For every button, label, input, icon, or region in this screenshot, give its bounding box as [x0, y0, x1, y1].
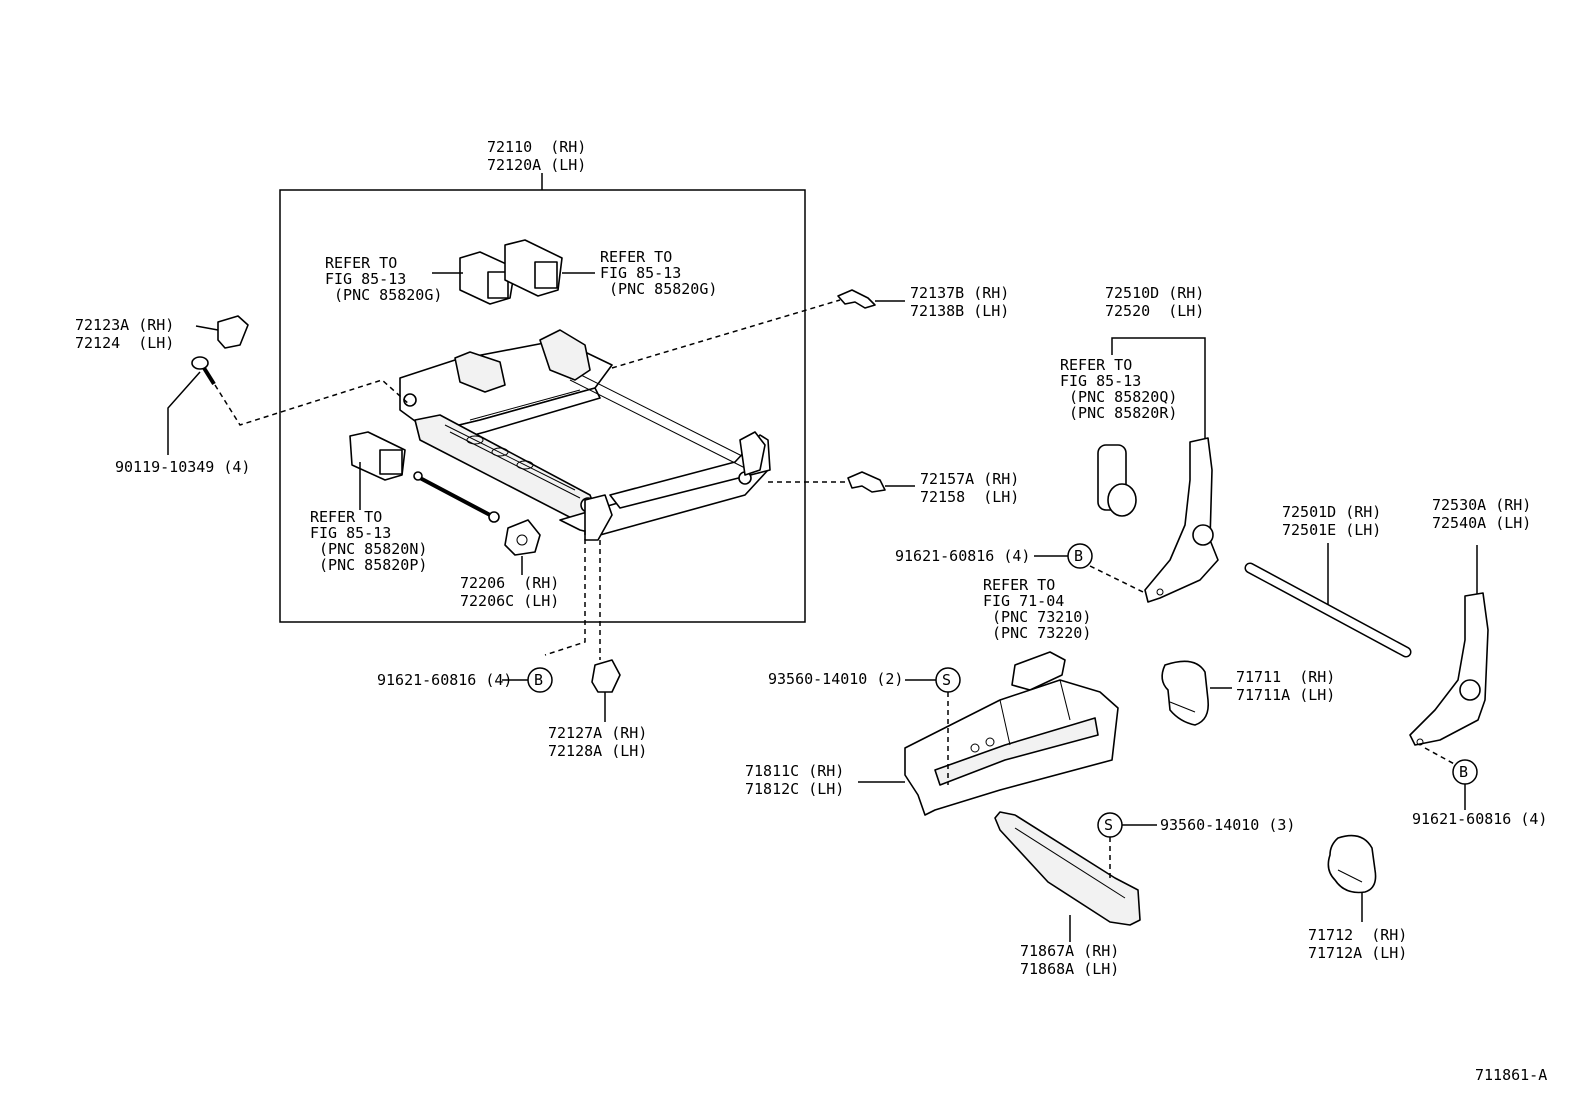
bolt-marker-mid	[1067, 543, 1093, 569]
hinge-cover-icon-top	[1161, 660, 1210, 726]
label-clip-top-rh: 72137B (RH)	[910, 284, 1009, 302]
label-cover-rh: 72123A (RH)	[75, 316, 174, 334]
label-frame-lh: 72120A (LH)	[487, 156, 586, 174]
screw-marker-top-text: S	[942, 671, 951, 689]
bolt-marker-left-text: B	[534, 671, 543, 689]
label-bracket-rh: 72127A (RH)	[548, 724, 647, 742]
motor-icon-top-left	[459, 251, 516, 305]
label-screw-top: 93560-14010 (2)	[768, 670, 903, 688]
label-screw-bottom: 93560-14010 (3)	[1160, 816, 1295, 834]
bolt-marker-mid-text: B	[1074, 547, 1083, 565]
label-cover-lh: 72124 (LH)	[75, 334, 174, 352]
label-switch-4: (PNC 73220)	[983, 624, 1091, 642]
label-clip-mid-lh: 72158 (LH)	[920, 488, 1019, 506]
label-motor-tr-1: REFER TO	[600, 248, 672, 266]
motor-icon-top-right	[504, 239, 563, 297]
motor-icon-recliner	[1097, 444, 1137, 517]
bracket-icon-bottom	[591, 659, 621, 693]
label-motor-b-2: FIG 85-13	[310, 524, 391, 542]
label-bracket-lh: 72128A (LH)	[548, 742, 647, 760]
motor-icon-bottom	[349, 431, 406, 481]
label-bolt-b-right: 91621-60816 (4)	[1412, 810, 1547, 828]
label-frame-rh: 72110 (RH)	[487, 138, 586, 156]
label-bolt: 90119-10349 (4)	[115, 458, 250, 476]
label-motor-tl-1: REFER TO	[325, 254, 397, 272]
label-gear-lh: 72206C (LH)	[460, 592, 559, 610]
label-recliner-rh-rh: 72510D (RH)	[1105, 284, 1204, 302]
label-motor-tl-3: (PNC 85820G)	[325, 286, 442, 304]
label-switch-3: (PNC 73210)	[983, 608, 1091, 626]
label-switch-2: FIG 71-04	[983, 592, 1064, 610]
gear-icon	[504, 519, 541, 556]
label-motor-b-3: (PNC 85820N)	[310, 540, 427, 558]
label-rod-rh: 72501D (RH)	[1282, 503, 1381, 521]
label-gear-rh: 72206 (RH)	[460, 574, 559, 592]
label-hinge-bottom-lh: 71712A (LH)	[1308, 944, 1407, 962]
label-motor-rec-4: (PNC 85820R)	[1060, 404, 1177, 422]
label-recliner-rh-lh: 72520 (LH)	[1105, 302, 1204, 320]
label-recliner-lh-rh: 72530A (RH)	[1432, 496, 1531, 514]
label-motor-rec-2: FIG 85-13	[1060, 372, 1141, 390]
figure-id: 711861-A	[1475, 1066, 1547, 1084]
label-hinge-bottom-rh: 71712 (RH)	[1308, 926, 1407, 944]
bolt-marker-right-text: B	[1459, 763, 1468, 781]
label-motor-tl-2: FIG 85-13	[325, 270, 406, 288]
label-bolt-b-mid: 91621-60816 (4)	[895, 547, 1030, 565]
label-clip-mid-rh: 72157A (RH)	[920, 470, 1019, 488]
screw-marker-bottom-text: S	[1104, 816, 1113, 834]
label-hinge-top-lh: 71711A (LH)	[1236, 686, 1335, 704]
label-clip-top-lh: 72138B (LH)	[910, 302, 1009, 320]
recliner-icon-rh	[1144, 437, 1219, 603]
label-motor-tr-3: (PNC 85820G)	[600, 280, 717, 298]
label-recliner-lh-lh: 72540A (LH)	[1432, 514, 1531, 532]
label-motor-rec-1: REFER TO	[1060, 356, 1132, 374]
label-motor-b-1: REFER TO	[310, 508, 382, 526]
label-trim-rh: 71867A (RH)	[1020, 942, 1119, 960]
bolt-icon	[191, 356, 216, 386]
cover-icon-left	[217, 315, 249, 349]
trim-icon	[994, 811, 1141, 926]
label-motor-tr-2: FIG 85-13	[600, 264, 681, 282]
label-motor-b-4: (PNC 85820P)	[310, 556, 427, 574]
seat-track-frame	[399, 329, 771, 541]
label-shield-lh: 71812C (LH)	[745, 780, 844, 798]
clip-icon-mid	[847, 471, 886, 493]
label-hinge-top-rh: 71711 (RH)	[1236, 668, 1335, 686]
shield-icon	[904, 651, 1119, 816]
recliner-icon-lh	[1409, 592, 1489, 746]
label-motor-rec-3: (PNC 85820Q)	[1060, 388, 1177, 406]
rod-icon	[1244, 562, 1412, 658]
hinge-cover-icon-bottom	[1327, 834, 1377, 894]
clip-icon-top	[837, 289, 876, 309]
label-bolt-b-left: 91621-60816 (4)	[377, 671, 512, 689]
label-rod-lh: 72501E (LH)	[1282, 521, 1381, 539]
cable-icon	[413, 471, 500, 523]
label-trim-lh: 71868A (LH)	[1020, 960, 1119, 978]
label-shield-rh: 71811C (RH)	[745, 762, 844, 780]
label-switch-1: REFER TO	[983, 576, 1055, 594]
